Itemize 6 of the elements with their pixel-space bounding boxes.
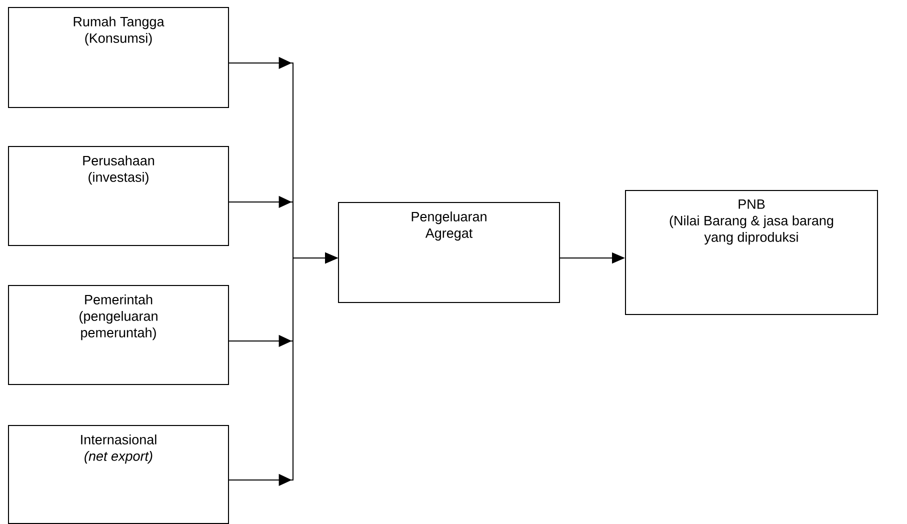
process-box: Pemerintah (pengeluaran pemeruntah) bbox=[8, 285, 229, 385]
process-box: Pengeluaran Agregat bbox=[338, 202, 560, 303]
process-box: PNB (Nilai Barang & jasa barang yang diproduksi bbox=[625, 190, 878, 315]
process-box: Rumah Tangga (Konsumsi) bbox=[8, 7, 229, 108]
process-box: Internasional (net export) bbox=[8, 425, 229, 524]
process-box: Perusahaan (investasi) bbox=[8, 146, 229, 246]
